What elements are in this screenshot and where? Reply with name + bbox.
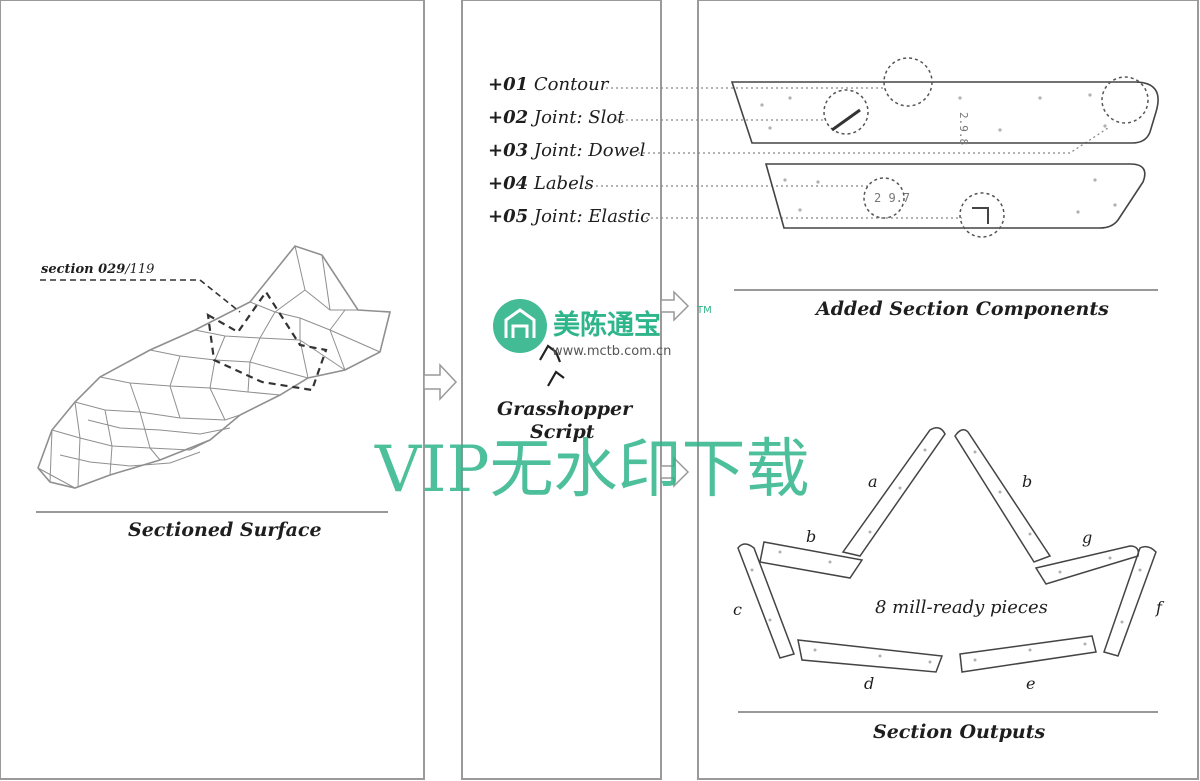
output-piece-b-right: [954, 429, 1052, 563]
panel-left-frame: [0, 0, 425, 780]
component-name: Labels: [533, 173, 594, 194]
output-piece-f: [1103, 545, 1157, 657]
grasshopper-sketch: [539, 344, 565, 387]
watermark-logo-icon: [493, 299, 547, 353]
section-outputs-caption: Section Outputs: [873, 721, 1046, 743]
callout-elastic: [959, 192, 1005, 238]
section-leader-line: [40, 279, 241, 313]
section-output-pieces: [737, 427, 1157, 673]
piece-label-e: e: [1026, 674, 1036, 693]
component-name: Joint: Elastic: [533, 206, 651, 227]
added-components-caption: Added Section Components: [816, 298, 1109, 320]
piece-label-b-left: b: [806, 527, 817, 546]
component-piece-upper: [730, 81, 1159, 144]
component-name: Joint: Slot: [533, 107, 625, 128]
component-name: Joint: Dowel: [533, 140, 646, 161]
component-name: Contour: [533, 74, 609, 95]
elastic-joint-mark: [972, 207, 989, 224]
watermark-logo-tm: TM: [697, 305, 712, 316]
component-piece-upper-dots: [760, 93, 1107, 132]
watermark-banner: VIP无水印下载: [375, 433, 810, 507]
component-code: +04: [488, 173, 529, 194]
output-piece-g: [1034, 545, 1140, 585]
highlighted-section-029: [206, 290, 328, 392]
output-piece-a: [841, 427, 946, 557]
component-item-dowel: +03 Joint: Dowel: [488, 140, 645, 161]
piece-label-g: g: [1082, 528, 1093, 547]
output-piece-b-left: [759, 541, 864, 579]
watermark-logo-name: 美陈通宝: [553, 310, 661, 341]
component-code: +02: [488, 107, 529, 128]
engraved-label-upper: 2.9.8: [957, 112, 970, 145]
slot-joint-mark: [831, 108, 861, 132]
component-piece-lower-dots: [783, 178, 1117, 214]
component-item-elastic: +05 Joint: Elastic: [488, 206, 650, 227]
piece-label-b-right: b: [1022, 472, 1033, 491]
flow-arrow-middle-to-right-bottom: [660, 456, 690, 488]
piece-label-c: c: [733, 600, 742, 619]
callout-dowel: [1101, 76, 1149, 124]
sectioned-surface-caption: Sectioned Surface: [128, 519, 322, 541]
piece-label-a: a: [868, 472, 878, 491]
component-item-contour: +01 Contour: [488, 74, 608, 95]
callout-slot: [823, 89, 869, 135]
engraved-label-lower: 2 9.7: [874, 191, 910, 205]
callout-labels: [863, 177, 905, 219]
component-leader-lines: [586, 87, 1109, 219]
component-item-labels: +04 Labels: [488, 173, 594, 194]
section-index-label: section 029/119: [41, 262, 154, 277]
output-piece-dots: [750, 448, 1142, 664]
piece-label-f: f: [1156, 598, 1162, 617]
output-piece-c: [737, 543, 795, 659]
component-code: +03: [488, 140, 529, 161]
flow-arrow-left-to-middle: [423, 363, 458, 401]
output-piece-e: [959, 635, 1097, 673]
piece-label-d: d: [864, 674, 875, 693]
component-piece-lower: [764, 163, 1146, 229]
pieces-count-label: 8 mill-ready pieces: [875, 597, 1048, 618]
component-item-slot: +02 Joint: Slot: [488, 107, 624, 128]
script-title-line2: Script: [530, 421, 595, 443]
watermark-logo-url: www.mctb.com.cn: [552, 344, 672, 359]
section-number: section 029: [41, 262, 126, 277]
script-title-line1: Grasshopper: [497, 398, 633, 420]
component-code: +05: [488, 206, 529, 227]
component-code: +01: [488, 74, 529, 95]
section-total: /119: [125, 262, 155, 277]
flow-arrow-middle-to-right-top: [660, 290, 690, 322]
panel-right-frame: [697, 0, 1199, 780]
callout-contour: [883, 57, 933, 107]
callout-circles: [823, 57, 1149, 238]
sectioned-surface-wireframe: [37, 245, 392, 489]
panel-middle-frame: [461, 0, 662, 780]
output-piece-d: [797, 639, 944, 673]
